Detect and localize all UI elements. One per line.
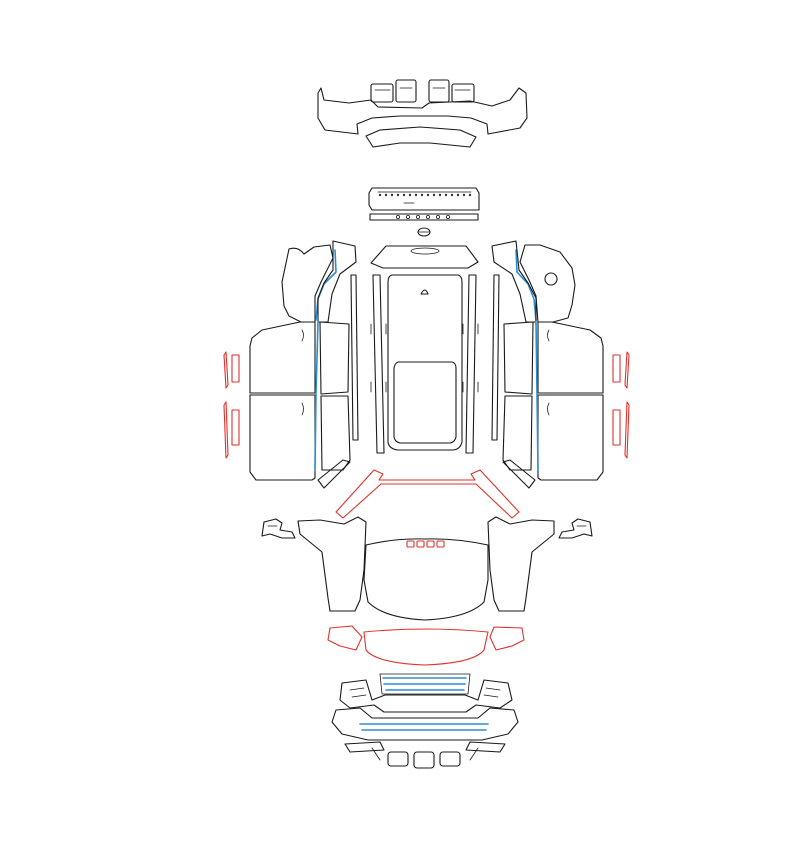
- right-front-fender: [487, 516, 555, 612]
- headlight-set: [327, 625, 525, 666]
- front-fog-left: [387, 751, 409, 767]
- left-front-door: [249, 394, 316, 481]
- tailgate-dot-row: [378, 193, 472, 197]
- left-handle-cup-4: [231, 409, 240, 446]
- left-handle-cup-2: [231, 354, 240, 383]
- right-handle-cup-2: [612, 354, 621, 383]
- tailgate-lower-strip: [369, 213, 479, 221]
- rear-reflector-left-inner: [395, 79, 417, 103]
- left-front-window-frame: [320, 395, 351, 471]
- right-headlight-film: [489, 626, 525, 651]
- hood-leading-edge-film: [363, 628, 489, 666]
- right-handle-cup-1: [624, 351, 630, 389]
- right-front-window-frame: [502, 395, 533, 471]
- right-mirror: [558, 518, 593, 539]
- roof-rail-clips: [370, 323, 479, 393]
- left-c-pillar-panel: [317, 240, 357, 323]
- rear-bumper-lower-strip: [365, 126, 477, 148]
- roof-spoiler-highmount: [410, 247, 440, 255]
- front-lower-trim: [371, 747, 479, 761]
- rear-bumper-upper: [317, 87, 528, 135]
- roof-shark-antenna-icon: [420, 289, 429, 295]
- roof-rail-left: [372, 274, 385, 454]
- left-rear-door-handle-icon: [301, 329, 304, 342]
- front-splitter-left: [344, 741, 385, 753]
- front-bumper-vents: [349, 687, 501, 698]
- front-fog-right: [439, 751, 461, 767]
- left-door-sill: [317, 459, 351, 489]
- front-fog-center: [413, 751, 435, 769]
- right-door-set: [491, 240, 604, 489]
- right-handle-cup-4: [612, 409, 621, 446]
- front-grille-frame: [379, 673, 471, 695]
- hood-panel: [363, 538, 489, 621]
- left-headlight-film: [327, 625, 363, 651]
- tailgate-panel: [368, 187, 480, 211]
- left-mirror: [261, 518, 296, 539]
- right-rear-door: [537, 321, 604, 394]
- left-door-set: [249, 240, 357, 489]
- right-rear-door-handle-icon: [547, 329, 550, 342]
- left-front-fender: [297, 516, 367, 612]
- fuel-cap-icon: [544, 272, 558, 286]
- mirror-cap-set: [223, 351, 630, 519]
- roof-spoiler: [370, 245, 479, 269]
- windshield-top-strip: [335, 469, 520, 519]
- right-door-edge-strip: [535, 321, 539, 471]
- left-door-edge-strip: [314, 321, 319, 471]
- tailgate-set: [368, 187, 480, 237]
- front-splitter-right: [465, 741, 506, 753]
- roof-set: [350, 245, 500, 454]
- a-pillar-right: [491, 274, 500, 441]
- rear-reflector-left-outer: [370, 83, 394, 103]
- rear-emblem-icon: [417, 227, 431, 237]
- front-bumper-set: [331, 673, 519, 769]
- left-front-door-handle-icon: [301, 402, 304, 416]
- right-front-door-handle-icon: [547, 402, 550, 416]
- right-door-sill: [502, 459, 536, 489]
- roof-rail-right: [465, 274, 477, 454]
- left-handle-cup-3: [223, 401, 229, 459]
- hood-washer-icons: [406, 540, 445, 548]
- front-bumper-upper: [339, 679, 513, 713]
- rear-reflector-right-outer: [451, 83, 475, 103]
- left-rear-window-frame: [319, 321, 350, 395]
- left-handle-cup-1: [223, 351, 229, 389]
- roof-panel: [387, 274, 463, 451]
- rear-reflector-inner-lines: [374, 87, 471, 91]
- right-c-pillar-edge-strip: [515, 249, 537, 321]
- rear-reflector-right-inner: [428, 79, 450, 103]
- a-pillar-left: [350, 274, 359, 441]
- rear-bumper-set: [317, 79, 528, 148]
- sunroof-glass: [393, 361, 457, 444]
- right-rear-window-frame: [503, 321, 534, 395]
- left-rear-door: [249, 321, 316, 394]
- front-bumper-lower: [331, 707, 519, 741]
- right-handle-cup-3: [624, 401, 630, 459]
- front-body-set: [261, 516, 593, 621]
- tailgate-lower-holes: [395, 214, 450, 219]
- right-front-door: [537, 394, 604, 481]
- left-rear-quarter-panel: [281, 244, 334, 323]
